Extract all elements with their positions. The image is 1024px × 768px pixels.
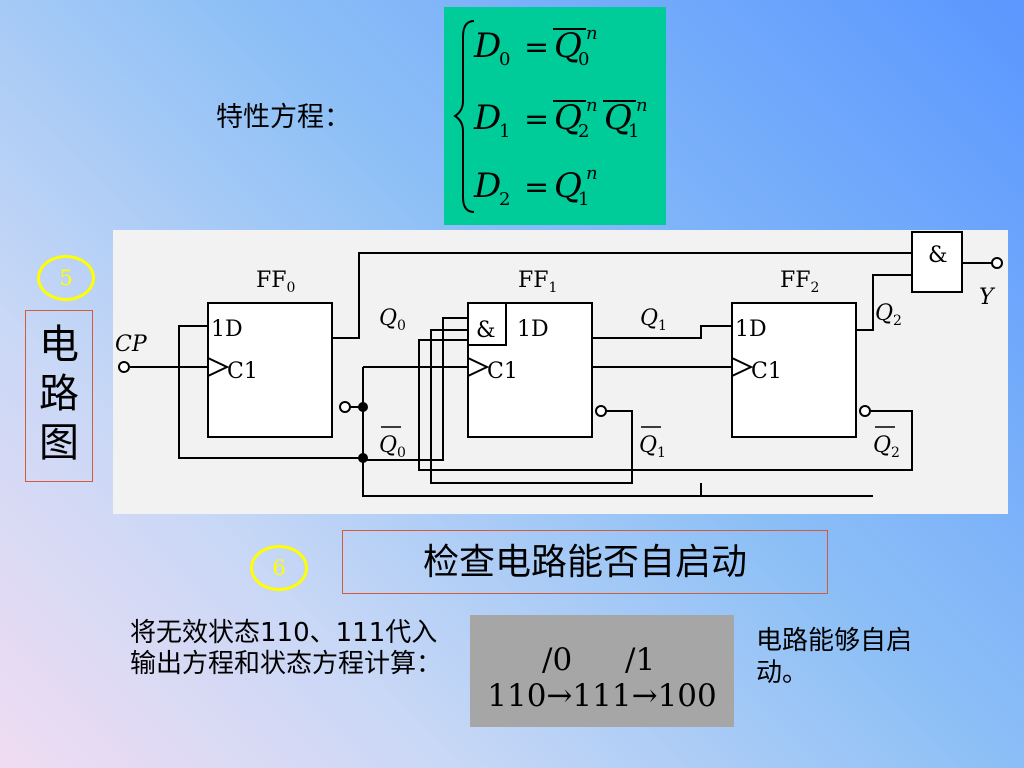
substitution-text: 将无效状态110、111代入输出方程和状态方程计算： [130, 618, 443, 679]
eq-equals: = [524, 170, 549, 205]
eq-lhs-sub: 1 [499, 121, 510, 142]
eq-term-sub: 2 [578, 121, 589, 142]
arrow-1: → [546, 678, 573, 714]
eq-term-var: Q [604, 98, 632, 138]
eq-lhs-var: D [473, 26, 501, 66]
q1-label: Q1 [640, 306, 667, 334]
eq-term-var: Q [554, 98, 582, 138]
eq-term-var: Q [554, 26, 582, 66]
eq-term-sup: n [636, 95, 648, 116]
ff2-d-pin: 1D [735, 317, 767, 342]
circuit-diagram: FF0 FF1 FF2 1D C1 1D C1 1D C1 & & CP Y Q… [115, 231, 1003, 497]
eq-term-sub: 1 [578, 189, 589, 210]
step6-number-circle: 6 [250, 545, 308, 591]
q2-bar-label: Q2 [873, 433, 900, 461]
q2-label: Q2 [875, 301, 902, 329]
y-label: Y [979, 285, 996, 310]
state-3: 100 [657, 678, 717, 714]
step6-title: 检查电路能否自启动 [342, 530, 828, 594]
sequence-states: 110→111→100 [470, 678, 734, 714]
eq-term-sub: 1 [628, 121, 639, 142]
output-label-1: /0 [542, 642, 573, 678]
and-gate-output [911, 231, 963, 293]
state-1: 110 [487, 678, 547, 714]
junction-dots [358, 402, 368, 463]
ff1-and-symbol: & [476, 318, 496, 343]
eq-term-sup: n [586, 23, 598, 44]
ff0-c-pin: C1 [227, 359, 258, 384]
q0-label: Q0 [379, 306, 406, 334]
label-char-1: 电 [39, 322, 79, 368]
eq-term-sup: n [586, 163, 598, 184]
state-sequence-box: /0 /1 110→111→100 [470, 615, 734, 727]
eq-equals: = [524, 102, 549, 137]
ff2-label: FF2 [780, 268, 819, 296]
ff2-c-pin: C1 [751, 359, 782, 384]
ff2 [731, 302, 871, 438]
eq-lhs-var: D [473, 166, 501, 206]
eq-term-sub: 0 [578, 49, 589, 70]
ff1-c-pin: C1 [487, 359, 518, 384]
ff0 [207, 302, 351, 438]
ff0-label: FF0 [256, 268, 295, 296]
eq-lhs-sub: 0 [499, 49, 510, 70]
output-label-2: /1 [625, 642, 656, 678]
cp-terminal [118, 361, 130, 373]
eq-lhs-sub: 2 [499, 189, 510, 210]
q1-bar-label: Q1 [639, 433, 666, 461]
characteristic-equation-label: 特性方程： [216, 102, 351, 133]
circuit-diagram-label: 电 路 图 [25, 310, 93, 482]
eq-lhs-var: D [473, 98, 501, 138]
q0-bar-label: Q0 [379, 433, 406, 461]
ff0-d-pin: 1D [211, 317, 243, 342]
state-2: 111 [572, 678, 632, 714]
eq-equals: = [524, 30, 549, 65]
step5-number-circle: 5 [37, 255, 95, 301]
ff1 [467, 302, 607, 438]
ff1-d-pin: 1D [517, 317, 549, 342]
y-terminal [991, 257, 1003, 269]
conclusion-text: 电路能够自启动。 [756, 626, 913, 688]
circuit-panel: FF0 FF1 FF2 1D C1 1D C1 1D C1 & & CP Y Q… [113, 230, 1008, 514]
arrow-2: → [631, 678, 658, 714]
label-char-3: 图 [39, 420, 79, 466]
output-and-symbol: & [928, 243, 948, 268]
cp-label: CP [115, 332, 148, 357]
eq-term-sup: n [586, 95, 598, 116]
eq-term-var: Q [554, 166, 582, 206]
label-char-2: 路 [39, 371, 79, 417]
ff1-label: FF1 [518, 268, 557, 296]
left-brace [453, 20, 475, 213]
